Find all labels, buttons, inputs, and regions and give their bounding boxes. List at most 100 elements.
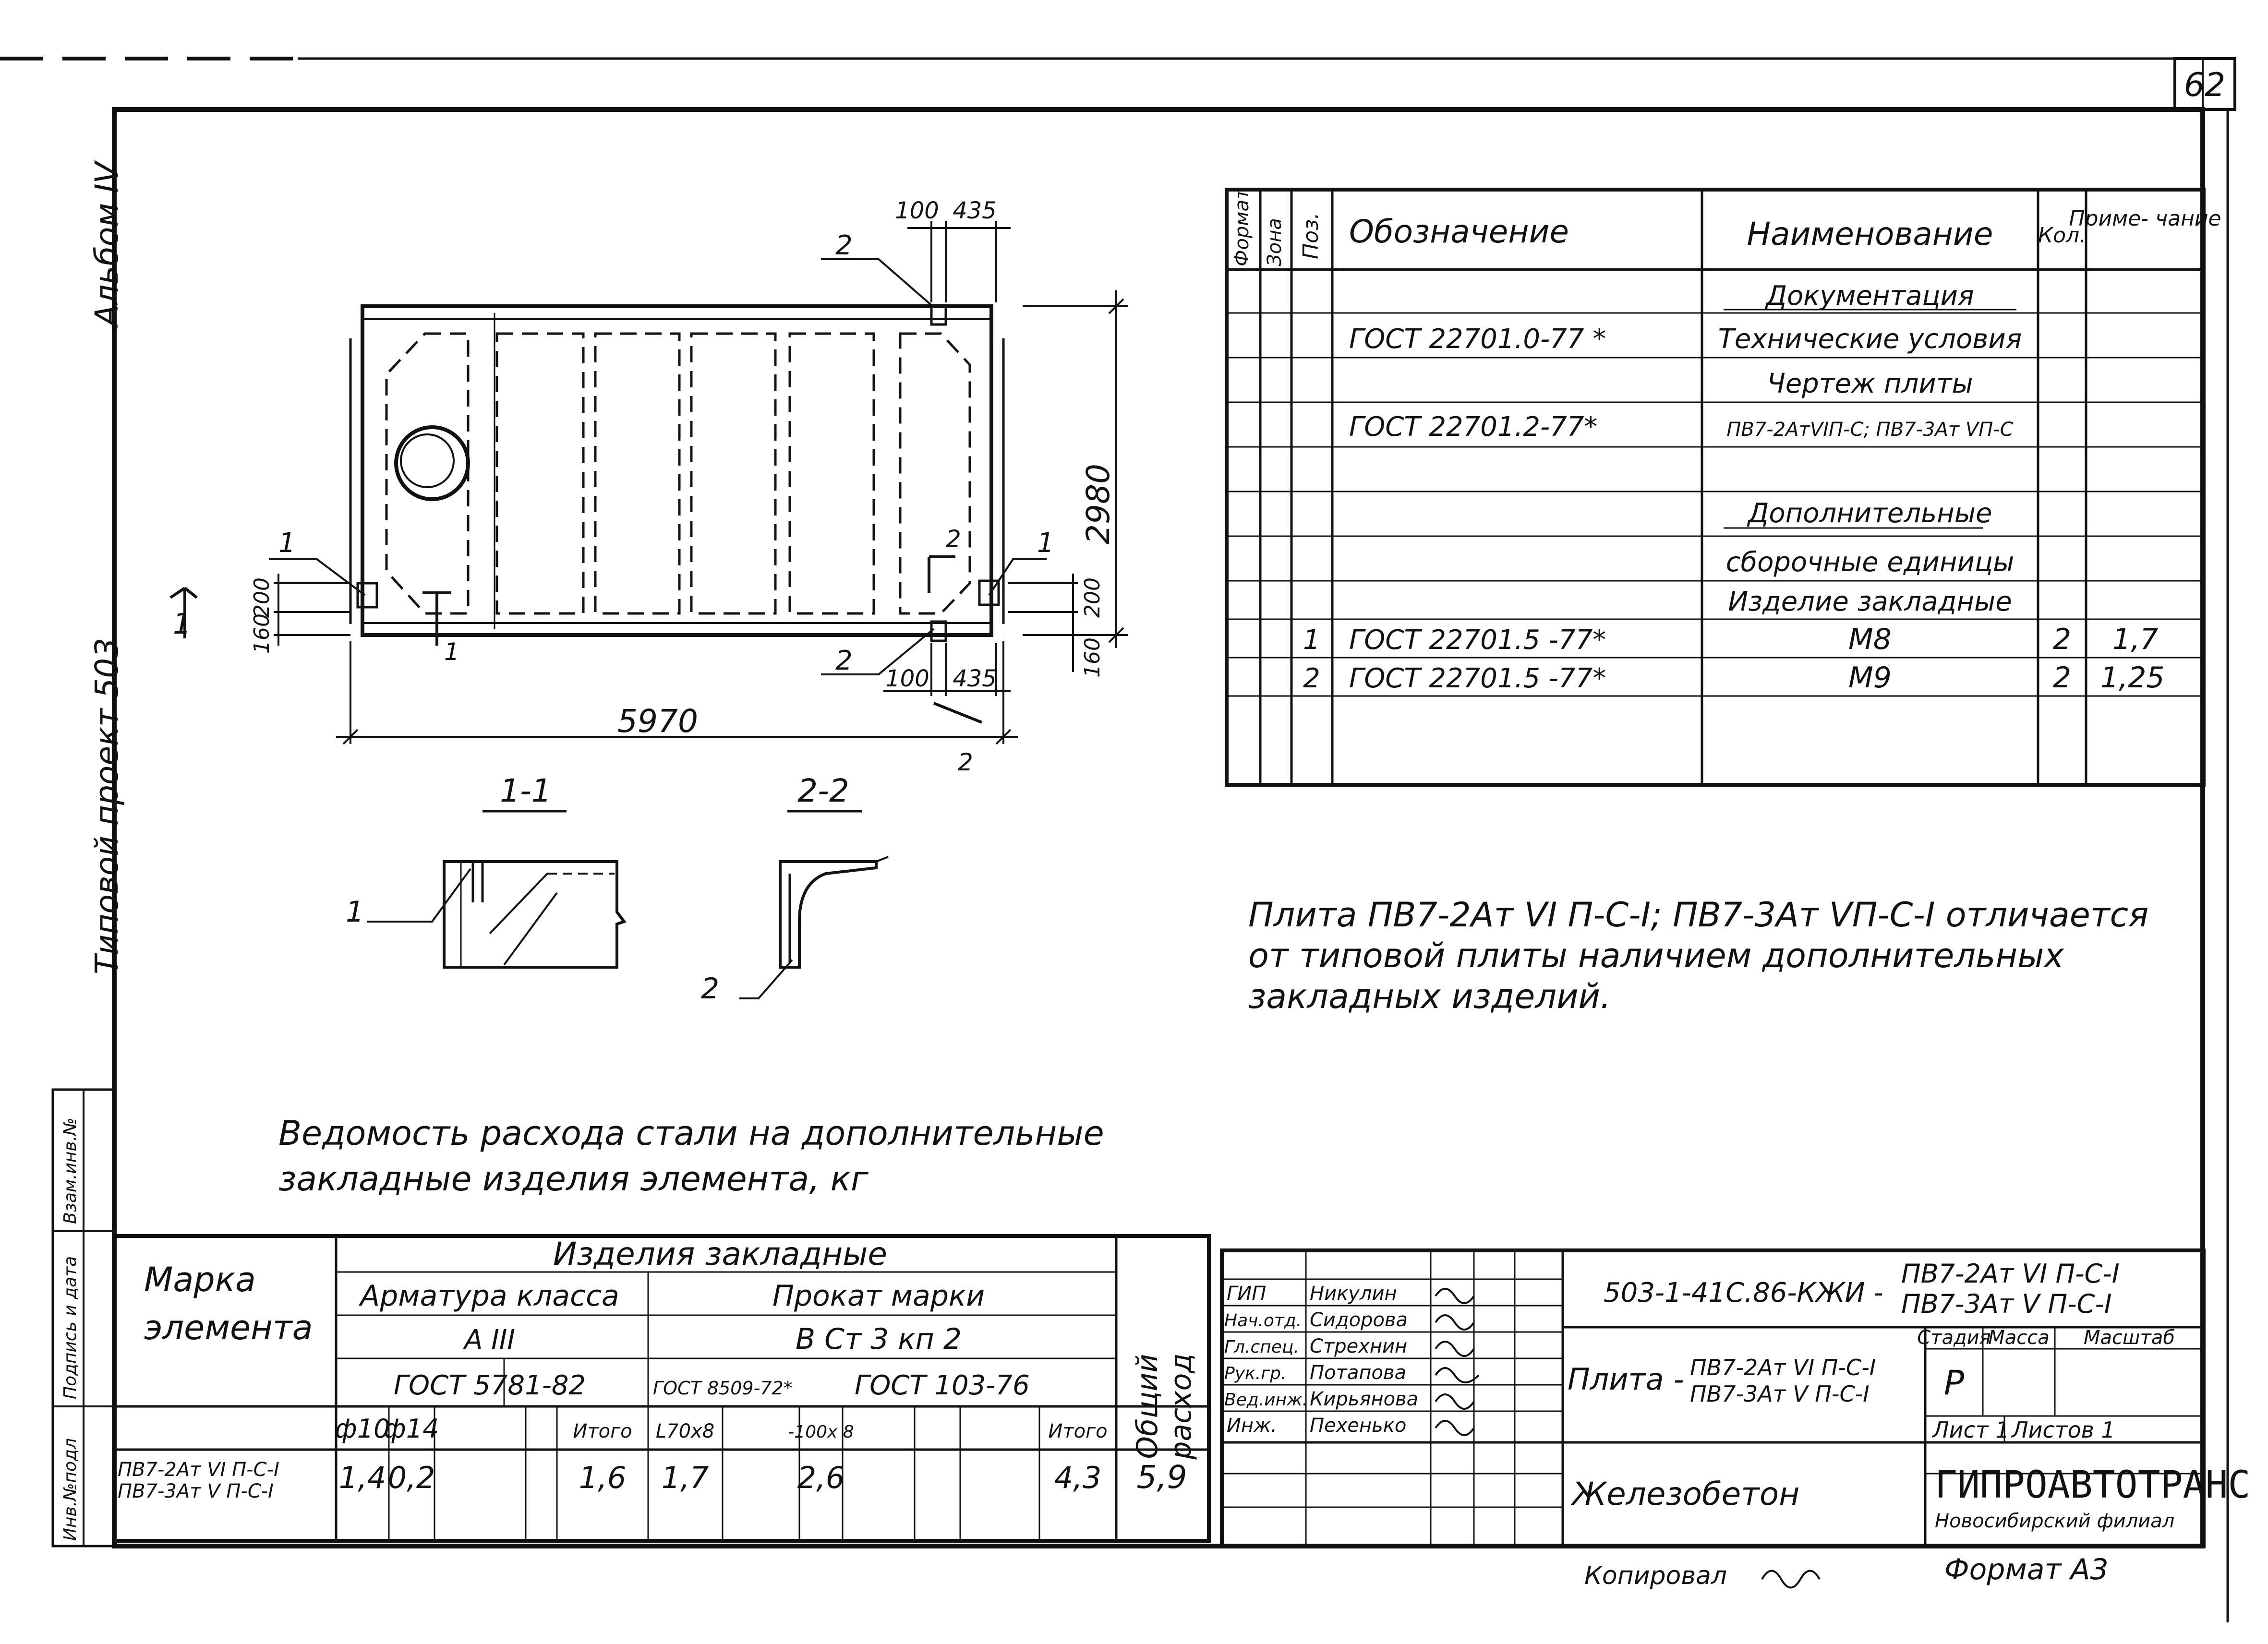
person-role: Вед.инж. bbox=[1224, 1390, 1308, 1410]
album-label: Альбом IV bbox=[88, 160, 125, 328]
note-line-3: закладных изделий. bbox=[1248, 977, 1611, 1016]
section-2-marker: 2 bbox=[701, 972, 719, 1006]
spec-row: Чертеж плиты bbox=[1767, 368, 1973, 399]
title-scale-label: Масштаб bbox=[2084, 1327, 2175, 1349]
dim-160-right: 160 bbox=[1080, 637, 1105, 678]
steel-total-header-1: Общий bbox=[1131, 1354, 1164, 1459]
spec-cell-qty: 2 bbox=[2053, 623, 2071, 656]
title-item-prefix: Плита - bbox=[1568, 1362, 1684, 1397]
section-1-1 bbox=[367, 860, 627, 969]
title-code-mark-1: ПВ7-2Ат VI П-С-I bbox=[1901, 1259, 2120, 1289]
spec-cell-designation: ГОСТ 22701.2-77* bbox=[1349, 411, 1597, 443]
spec-cell-designation: ГОСТ 22701.5 -77* bbox=[1349, 663, 1606, 694]
marker-1-plate-right: 1 bbox=[1037, 528, 1054, 559]
dim-total-length: 5970 bbox=[617, 703, 698, 740]
spec-cell-name: Дополнительные bbox=[1747, 498, 1992, 529]
person-role: Инж. bbox=[1227, 1415, 1277, 1437]
spec-cell-name: М8 bbox=[1848, 623, 1892, 656]
stamp-cell-replace: Взам.инв.№ bbox=[60, 1117, 80, 1224]
spec-cell-designation: ГОСТ 22701.5 -77* bbox=[1349, 624, 1606, 656]
section-2-2 bbox=[739, 856, 889, 999]
spec-header-note: Приме- чание bbox=[2069, 206, 2221, 231]
steel-col-angle: L70х8 bbox=[656, 1420, 714, 1442]
person-name: Сидорова bbox=[1310, 1309, 1408, 1331]
steel-value-total-1: 1,6 bbox=[579, 1460, 627, 1495]
spec-row: Документация bbox=[1764, 280, 1974, 312]
steel-rebar-header: Арматура класса bbox=[358, 1279, 619, 1313]
marker-2-cut: 2 bbox=[946, 525, 961, 553]
copier-signature bbox=[1761, 1570, 1821, 1589]
title-sheets-label: Листов 1 bbox=[2011, 1417, 2115, 1443]
marker-1-cut: 1 bbox=[444, 638, 459, 666]
person-role: ГИП bbox=[1227, 1283, 1266, 1305]
steel-gost-rolled-2: ГОСТ 103-76 bbox=[855, 1370, 1030, 1401]
steel-rebar-class: А III bbox=[463, 1324, 515, 1356]
spec-row: Изделие закладные bbox=[1728, 586, 2012, 617]
person-name: Пехенько bbox=[1310, 1415, 1406, 1437]
spec-cell-name: Документация bbox=[1764, 280, 1974, 312]
dim-200-right: 200 bbox=[1080, 577, 1105, 618]
dim-100-bottom: 100 bbox=[885, 665, 929, 692]
dim-100-top: 100 bbox=[895, 197, 939, 224]
marker-1-plate-left: 1 bbox=[278, 528, 296, 559]
title-org-name: ГИПРОАВТОТРАНС bbox=[1935, 1464, 2250, 1507]
section-1-marker: 1 bbox=[346, 895, 364, 929]
steel-value-overall: 5,9 bbox=[1137, 1459, 1187, 1496]
note-line-2: от типовой плиты наличием дополнительных bbox=[1248, 936, 2064, 975]
spec-header-designation: Обозначение bbox=[1349, 213, 1569, 250]
steel-value-d14: 0,2 bbox=[388, 1460, 435, 1495]
title-stage-value: Р bbox=[1944, 1363, 1965, 1403]
sheet-frame bbox=[0, 57, 2236, 1622]
title-sheet-label: Лист 1 bbox=[1931, 1417, 2009, 1443]
steel-table bbox=[112, 1234, 1211, 1543]
spec-cell-designation: ГОСТ 22701.0-77 * bbox=[1349, 324, 1606, 355]
section-2-title: 2-2 bbox=[797, 772, 849, 809]
steel-col-d10: ф10 bbox=[335, 1414, 390, 1444]
steel-value-strip: 2,6 bbox=[797, 1460, 845, 1495]
dim-160-left: 160 bbox=[250, 613, 274, 654]
steel-title-line-2: закладные изделия элемента, кг bbox=[278, 1159, 869, 1199]
spec-header-qty: Кол. bbox=[2038, 223, 2086, 248]
marker-2-arrow: 2 bbox=[958, 748, 973, 776]
spec-cell-note: 1,7 bbox=[2112, 623, 2158, 656]
page-number: 62 bbox=[2184, 66, 2226, 104]
steel-col-total-1: Итого bbox=[573, 1420, 632, 1442]
spec-row: 2 ГОСТ 22701.5 -77* М9 2 1,25 bbox=[1303, 661, 2164, 695]
spec-cell-name: Изделие закладные bbox=[1728, 586, 2012, 617]
title-code-mark-2: ПВ7-3Ат V П-С-I bbox=[1901, 1289, 2112, 1319]
person-name: Потапова bbox=[1310, 1362, 1406, 1384]
spec-cell-name: ПВ7-2АтVIП-С; ПВ7-3Ат VП-С bbox=[1726, 419, 2013, 441]
person-role: Гл.спец. bbox=[1224, 1337, 1299, 1357]
spec-row: Дополнительные bbox=[1747, 498, 1992, 529]
title-item-mark-1: ПВ7-2Ат VI П-С-I bbox=[1690, 1355, 1876, 1380]
spec-cell-name: Чертеж плиты bbox=[1767, 368, 1973, 399]
steel-rolled-grade: В Ст 3 кп 2 bbox=[796, 1322, 962, 1356]
steel-title-line-1: Ведомость расхода стали на дополнительны… bbox=[278, 1114, 1104, 1153]
steel-gost-rolled-1: ГОСТ 8509-72* bbox=[653, 1378, 793, 1399]
spec-cell-pos: 2 bbox=[1303, 663, 1320, 694]
dim-435-bottom: 435 bbox=[953, 665, 997, 692]
steel-value-d10: 1,4 bbox=[339, 1460, 386, 1495]
spec-cell-name: Технические условия bbox=[1718, 324, 2022, 355]
steel-col-d14: ф14 bbox=[384, 1414, 439, 1444]
dim-435-top: 435 bbox=[953, 197, 997, 224]
spec-cell-name: М9 bbox=[1848, 661, 1892, 695]
note-line-1: Плита ПВ7-2Ат VI П-С-I; ПВ7-3Ат VП-С-I о… bbox=[1248, 895, 2148, 935]
person-name: Кирьянова bbox=[1310, 1388, 1418, 1410]
project-label: Типовой проект 503 bbox=[88, 638, 125, 974]
marker-1-left: 1 bbox=[173, 607, 191, 641]
spec-header-format: Формат bbox=[1231, 188, 1253, 266]
title-code: 503-1-41С.86-КЖИ - bbox=[1604, 1277, 1883, 1308]
title-block bbox=[1220, 1248, 2206, 1548]
spec-table bbox=[1225, 188, 2206, 787]
steel-embedded-header: Изделия закладные bbox=[553, 1236, 887, 1272]
steel-row-mark-1: ПВ7-2Ат VI П-С-I bbox=[118, 1459, 279, 1481]
title-org-branch: Новосибирский филиал bbox=[1935, 1510, 2174, 1532]
spec-row: сборочные единицы bbox=[1726, 547, 2014, 578]
title-item-mark-2: ПВ7-3Ат V П-С-I bbox=[1690, 1381, 1870, 1407]
spec-cell-qty: 2 bbox=[2053, 661, 2071, 695]
steel-total-header-2: расход bbox=[1164, 1353, 1198, 1460]
plan-view bbox=[169, 221, 1128, 745]
spec-row: ГОСТ 22701.0-77 * Технические условия bbox=[1349, 324, 2022, 355]
